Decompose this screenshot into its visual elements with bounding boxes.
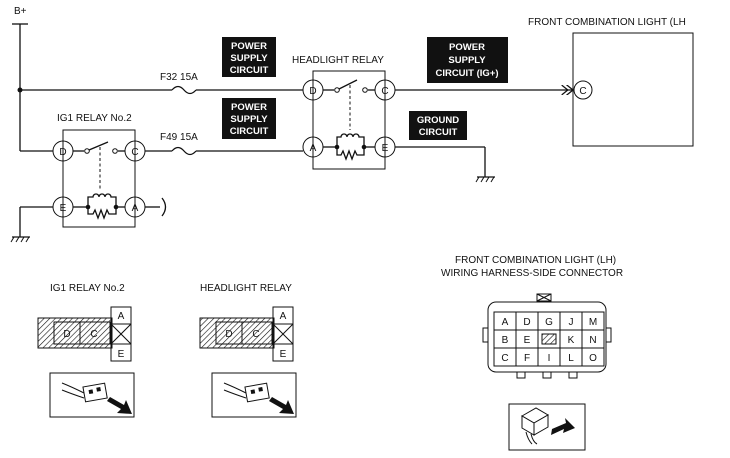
hl-connector-title: HEADLIGHT RELAY — [200, 283, 292, 294]
front-pin-cell — [581, 347, 605, 367]
ig1-connector-face: D C A E — [37, 306, 132, 362]
ig-box-line2: SUPPLY — [448, 55, 486, 66]
fuse-f49-label: F49 15A — [160, 132, 198, 143]
front-pin-label: B — [502, 335, 509, 346]
box1-line3: CIRCUIT — [230, 65, 269, 76]
power-supply-box-2: POWER SUPPLY CIRCUIT — [222, 98, 276, 139]
hl-cell-c: C — [252, 329, 259, 340]
ig1-coil-symbol — [87, 193, 117, 207]
ig1-pin-a: A — [132, 203, 139, 214]
front-connector-grid: A D G J M B E K N C F I L O — [493, 311, 605, 367]
hl-cell-d: D — [225, 329, 232, 340]
box2-line2: SUPPLY — [230, 114, 268, 125]
supply-label: B+ — [14, 6, 27, 17]
front-connector-illustration — [508, 403, 586, 451]
hl-cell-e: E — [280, 349, 287, 360]
hl-cell-a: A — [280, 311, 287, 322]
front-light-body — [572, 32, 694, 147]
ig1-cell-c: C — [90, 329, 97, 340]
front-light-title: FRONT COMBINATION LIGHT (LH — [528, 17, 686, 28]
ig1-pin-c: C — [131, 147, 138, 158]
front-pin-label: O — [589, 353, 597, 364]
hl-pin-c: C — [381, 86, 388, 97]
ig1-cell-e: E — [118, 349, 125, 360]
hl-contact-dot-1 — [334, 87, 340, 93]
fuse-f32-symbol — [171, 85, 197, 95]
ig-box-line1: POWER — [449, 42, 485, 53]
hl-switch-arm — [338, 79, 358, 90]
power-supply-ig-box: POWER SUPPLY CIRCUIT (IG+) — [427, 37, 508, 83]
hl-pin-a-circle — [302, 136, 324, 158]
ground-line1: GROUND — [417, 115, 459, 126]
ig1-contact-dot-2 — [112, 148, 118, 154]
fuse-f49-symbol — [171, 146, 197, 156]
ig1-cell-a: A — [118, 311, 125, 322]
power-supply-box-1: POWER SUPPLY CIRCUIT — [222, 37, 276, 77]
hl-connector-face: D C A E — [199, 306, 294, 362]
ig1-pin-d: D — [59, 147, 66, 158]
front-light-pin: C — [579, 86, 586, 97]
front-pin-label: A — [502, 317, 509, 328]
front-pin-blank — [541, 333, 557, 345]
ig1-resistor-symbol — [87, 207, 117, 220]
ground-circuit-box: GROUND CIRCUIT — [409, 111, 467, 140]
front-light-pin-circle — [573, 80, 593, 100]
hl-connector-illustration — [211, 372, 297, 418]
front-connector-title-1: FRONT COMBINATION LIGHT (LH) — [455, 255, 616, 266]
hl-contact-dot-2 — [362, 87, 368, 93]
hl-coil-symbol — [336, 133, 365, 147]
front-connector-title-2: WIRING HARNESS-SIDE CONNECTOR — [441, 268, 623, 279]
front-pin-label: K — [568, 335, 575, 346]
ground-line2: CIRCUIT — [419, 127, 458, 138]
ig1-connector-illustration — [49, 372, 135, 418]
headlight-relay-title: HEADLIGHT RELAY — [292, 55, 384, 66]
front-pin-label: C — [501, 353, 508, 364]
ig1-pin-e: E — [60, 203, 67, 214]
front-pin-label: F — [524, 353, 530, 364]
front-pin-label: L — [568, 353, 574, 364]
ig1-relay-body — [62, 129, 136, 228]
ig-box-line3: CIRCUIT (IG+) — [435, 68, 498, 79]
front-pin-label: I — [548, 353, 551, 364]
ig1-switch-arm — [88, 141, 109, 151]
ground-symbol-2 — [475, 176, 495, 183]
front-pin-label: D — [523, 317, 530, 328]
hl-pin-d: D — [309, 86, 316, 97]
box2-line1: POWER — [231, 102, 267, 113]
box1-line2: SUPPLY — [230, 53, 268, 64]
hl-resistor-symbol — [336, 147, 365, 161]
ig1-contact-dot-1 — [84, 148, 90, 154]
box2-line3: CIRCUIT — [230, 126, 269, 137]
ig1-relay-title: IG1 RELAY No.2 — [57, 113, 132, 124]
ig1-connector-title: IG1 RELAY No.2 — [50, 283, 125, 294]
fuse-f32-label: F32 15A — [160, 72, 198, 83]
front-pin-label: N — [589, 335, 596, 346]
ground-symbol-1 — [10, 236, 30, 243]
hl-pin-a: A — [310, 143, 317, 154]
front-pin-label: E — [524, 335, 531, 346]
front-pin-label: G — [545, 317, 553, 328]
ig1-cell-d: D — [63, 329, 70, 340]
hl-pin-e: E — [382, 143, 389, 154]
box1-line1: POWER — [231, 41, 267, 52]
front-connector-face: A D G J M B E K N C F I L O — [482, 293, 612, 379]
headlight-relay-body — [312, 70, 386, 170]
ig1-a-wire-break — [161, 197, 167, 217]
front-pin-label: M — [589, 317, 597, 328]
front-pin-label: J — [569, 317, 574, 328]
